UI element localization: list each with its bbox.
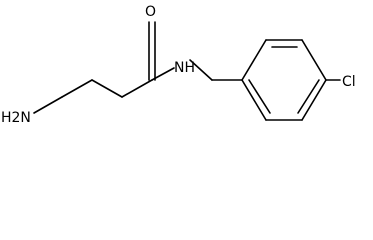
ring-bond-3 (301, 39, 327, 81)
bond-c3-carbonyl (121, 79, 153, 98)
bond-c1-c2 (61, 79, 93, 98)
bond-carbonyl-nitrogen (151, 67, 175, 81)
ring-bond-4 (301, 79, 327, 121)
chlorine-label: Cl (342, 74, 356, 90)
ring-inner-bond-2 (297, 79, 320, 114)
bond-n-c1 (33, 96, 63, 114)
bond-c2-c3 (91, 79, 123, 98)
ring-bond-1 (241, 39, 267, 81)
amine-label: H2N (1, 110, 31, 123)
ring-bond-6 (241, 79, 267, 121)
oxygen-label: O (145, 4, 156, 20)
amide-nitrogen-label: NH (174, 60, 195, 76)
ring-inner-bond-3 (248, 79, 271, 114)
bond-nitrogen-benzyl (189, 59, 213, 81)
chemical-structure-diagram: H2N O NH Cl (1, 4, 356, 123)
